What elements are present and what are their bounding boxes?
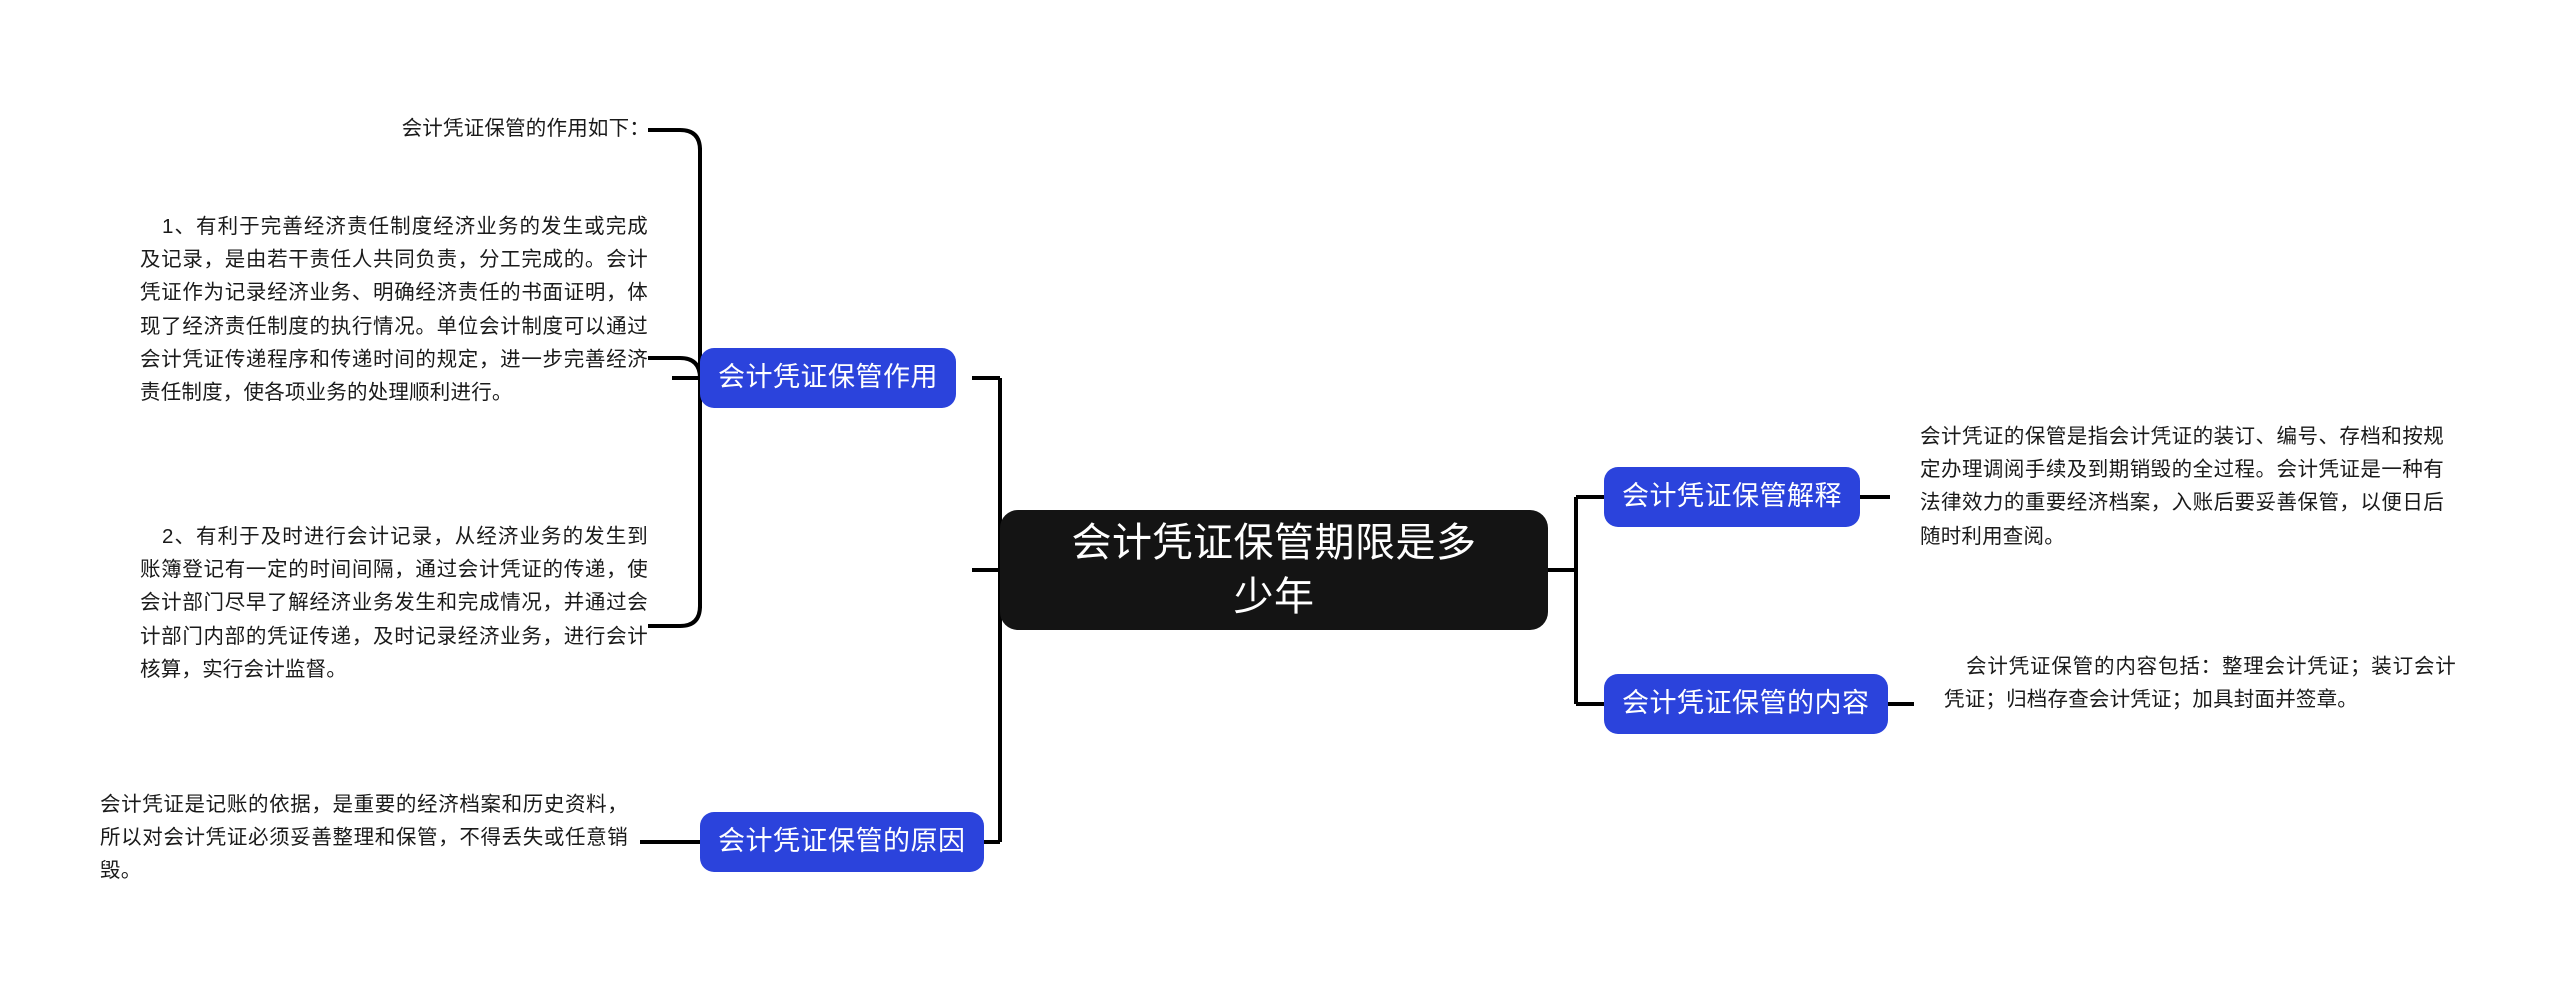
- leaf-text-storage-reason-detail: 会计凭证是记账的依据，是重要的经济档案和历史资料，所以对会计凭证必须妥善整理和保…: [100, 793, 628, 883]
- leaf-text-storage-content-detail: 会计凭证保管的内容包括：整理会计凭证；装订会计凭证；归档存查会计凭证；加具封面并…: [1944, 655, 2456, 712]
- leaf-text-storage-function-point-2: 2、有利于及时进行会计记录，从经济业务的发生到账簿登记有一定的时间间隔，通过会计…: [140, 525, 648, 681]
- root-node[interactable]: 会计凭证保管期限是多少年: [1000, 510, 1548, 630]
- branch-node-accounting-voucher-storage-function[interactable]: 会计凭证保管作用: [700, 348, 956, 408]
- root-node-label: 会计凭证保管期限是多少年: [1071, 521, 1477, 619]
- branch-node-accounting-voucher-storage-reason[interactable]: 会计凭证保管的原因: [700, 812, 984, 872]
- wire-b1-leaf3: [648, 605, 702, 628]
- leaf-text-storage-function-intro: 会计凭证保管的作用如下：: [401, 117, 650, 140]
- branch-node-accounting-voucher-storage-content[interactable]: 会计凭证保管的内容: [1604, 674, 1888, 734]
- branch-node-label: 会计凭证保管作用: [718, 362, 938, 393]
- branch-node-accounting-voucher-storage-explanation[interactable]: 会计凭证保管解释: [1604, 467, 1860, 527]
- branch-node-label: 会计凭证保管的内容: [1622, 688, 1870, 719]
- wire-b1-leaf2: [648, 356, 702, 379]
- branch-node-label: 会计凭证保管的原因: [718, 826, 966, 857]
- leaf-text-storage-explanation-detail: 会计凭证的保管是指会计凭证的装订、编号、存档和按规定办理调阅手续及到期销毁的全过…: [1920, 425, 2444, 548]
- branch-node-label: 会计凭证保管解释: [1622, 481, 1842, 512]
- leaf-text-storage-function-point-1: 1、有利于完善经济责任制度经济业务的发生或完成及记录，是由若干责任人共同负责，分…: [140, 215, 648, 405]
- wire-b1-leaf1: [648, 128, 702, 151]
